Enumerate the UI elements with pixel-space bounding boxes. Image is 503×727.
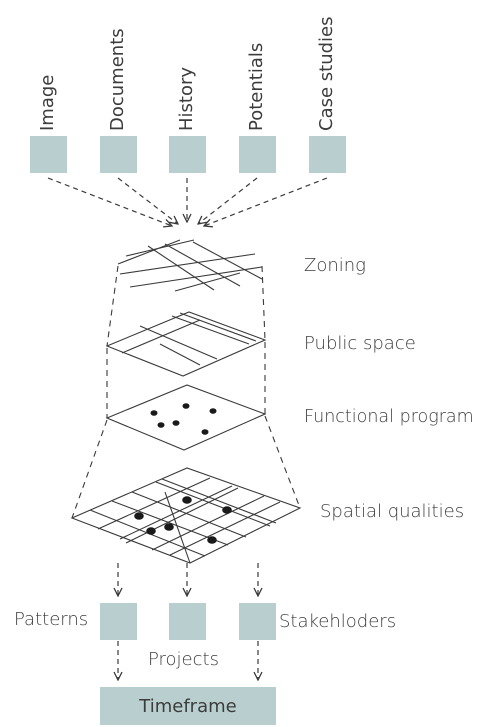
label-history: History bbox=[176, 66, 197, 131]
label-spatial-qualities: Spatial qualities bbox=[320, 501, 465, 522]
label-functional-program: Functional program bbox=[304, 407, 474, 427]
input-arrows bbox=[47, 177, 328, 226]
arrow-documents bbox=[117, 177, 178, 224]
functional-program-layer bbox=[105, 384, 267, 451]
label-timeframe: Timeframe bbox=[139, 695, 237, 717]
label-patterns: Patterns bbox=[14, 609, 89, 630]
input-box-case-studies bbox=[309, 136, 346, 173]
output-arrows bbox=[118, 563, 258, 680]
label-projects: Projects bbox=[148, 649, 219, 670]
label-potentials: Potentials bbox=[246, 42, 267, 131]
zoning-layer bbox=[117, 239, 263, 292]
label-case-studies: Case studies bbox=[316, 16, 337, 132]
arrow-potentials bbox=[198, 177, 258, 224]
label-public-space: Public space bbox=[304, 333, 416, 354]
label-stakeholders: Stakehloders bbox=[279, 611, 397, 632]
label-documents: Documents bbox=[107, 28, 128, 131]
input-box-image bbox=[30, 136, 67, 173]
input-box-documents bbox=[100, 136, 137, 173]
arrow-image bbox=[47, 177, 172, 226]
label-zoning: Zoning bbox=[304, 255, 366, 276]
timeframe-box: Timeframe bbox=[100, 687, 276, 725]
arrow-case-studies bbox=[204, 177, 328, 226]
input-box-potentials bbox=[239, 136, 276, 173]
public-space-layer bbox=[105, 311, 267, 377]
input-box-history bbox=[169, 136, 206, 173]
output-box-projects bbox=[169, 603, 206, 640]
label-image: Image bbox=[37, 74, 58, 131]
spatial-qualities-layer bbox=[70, 467, 302, 564]
output-box-patterns bbox=[100, 603, 137, 640]
output-box-stakeholders bbox=[239, 603, 276, 640]
